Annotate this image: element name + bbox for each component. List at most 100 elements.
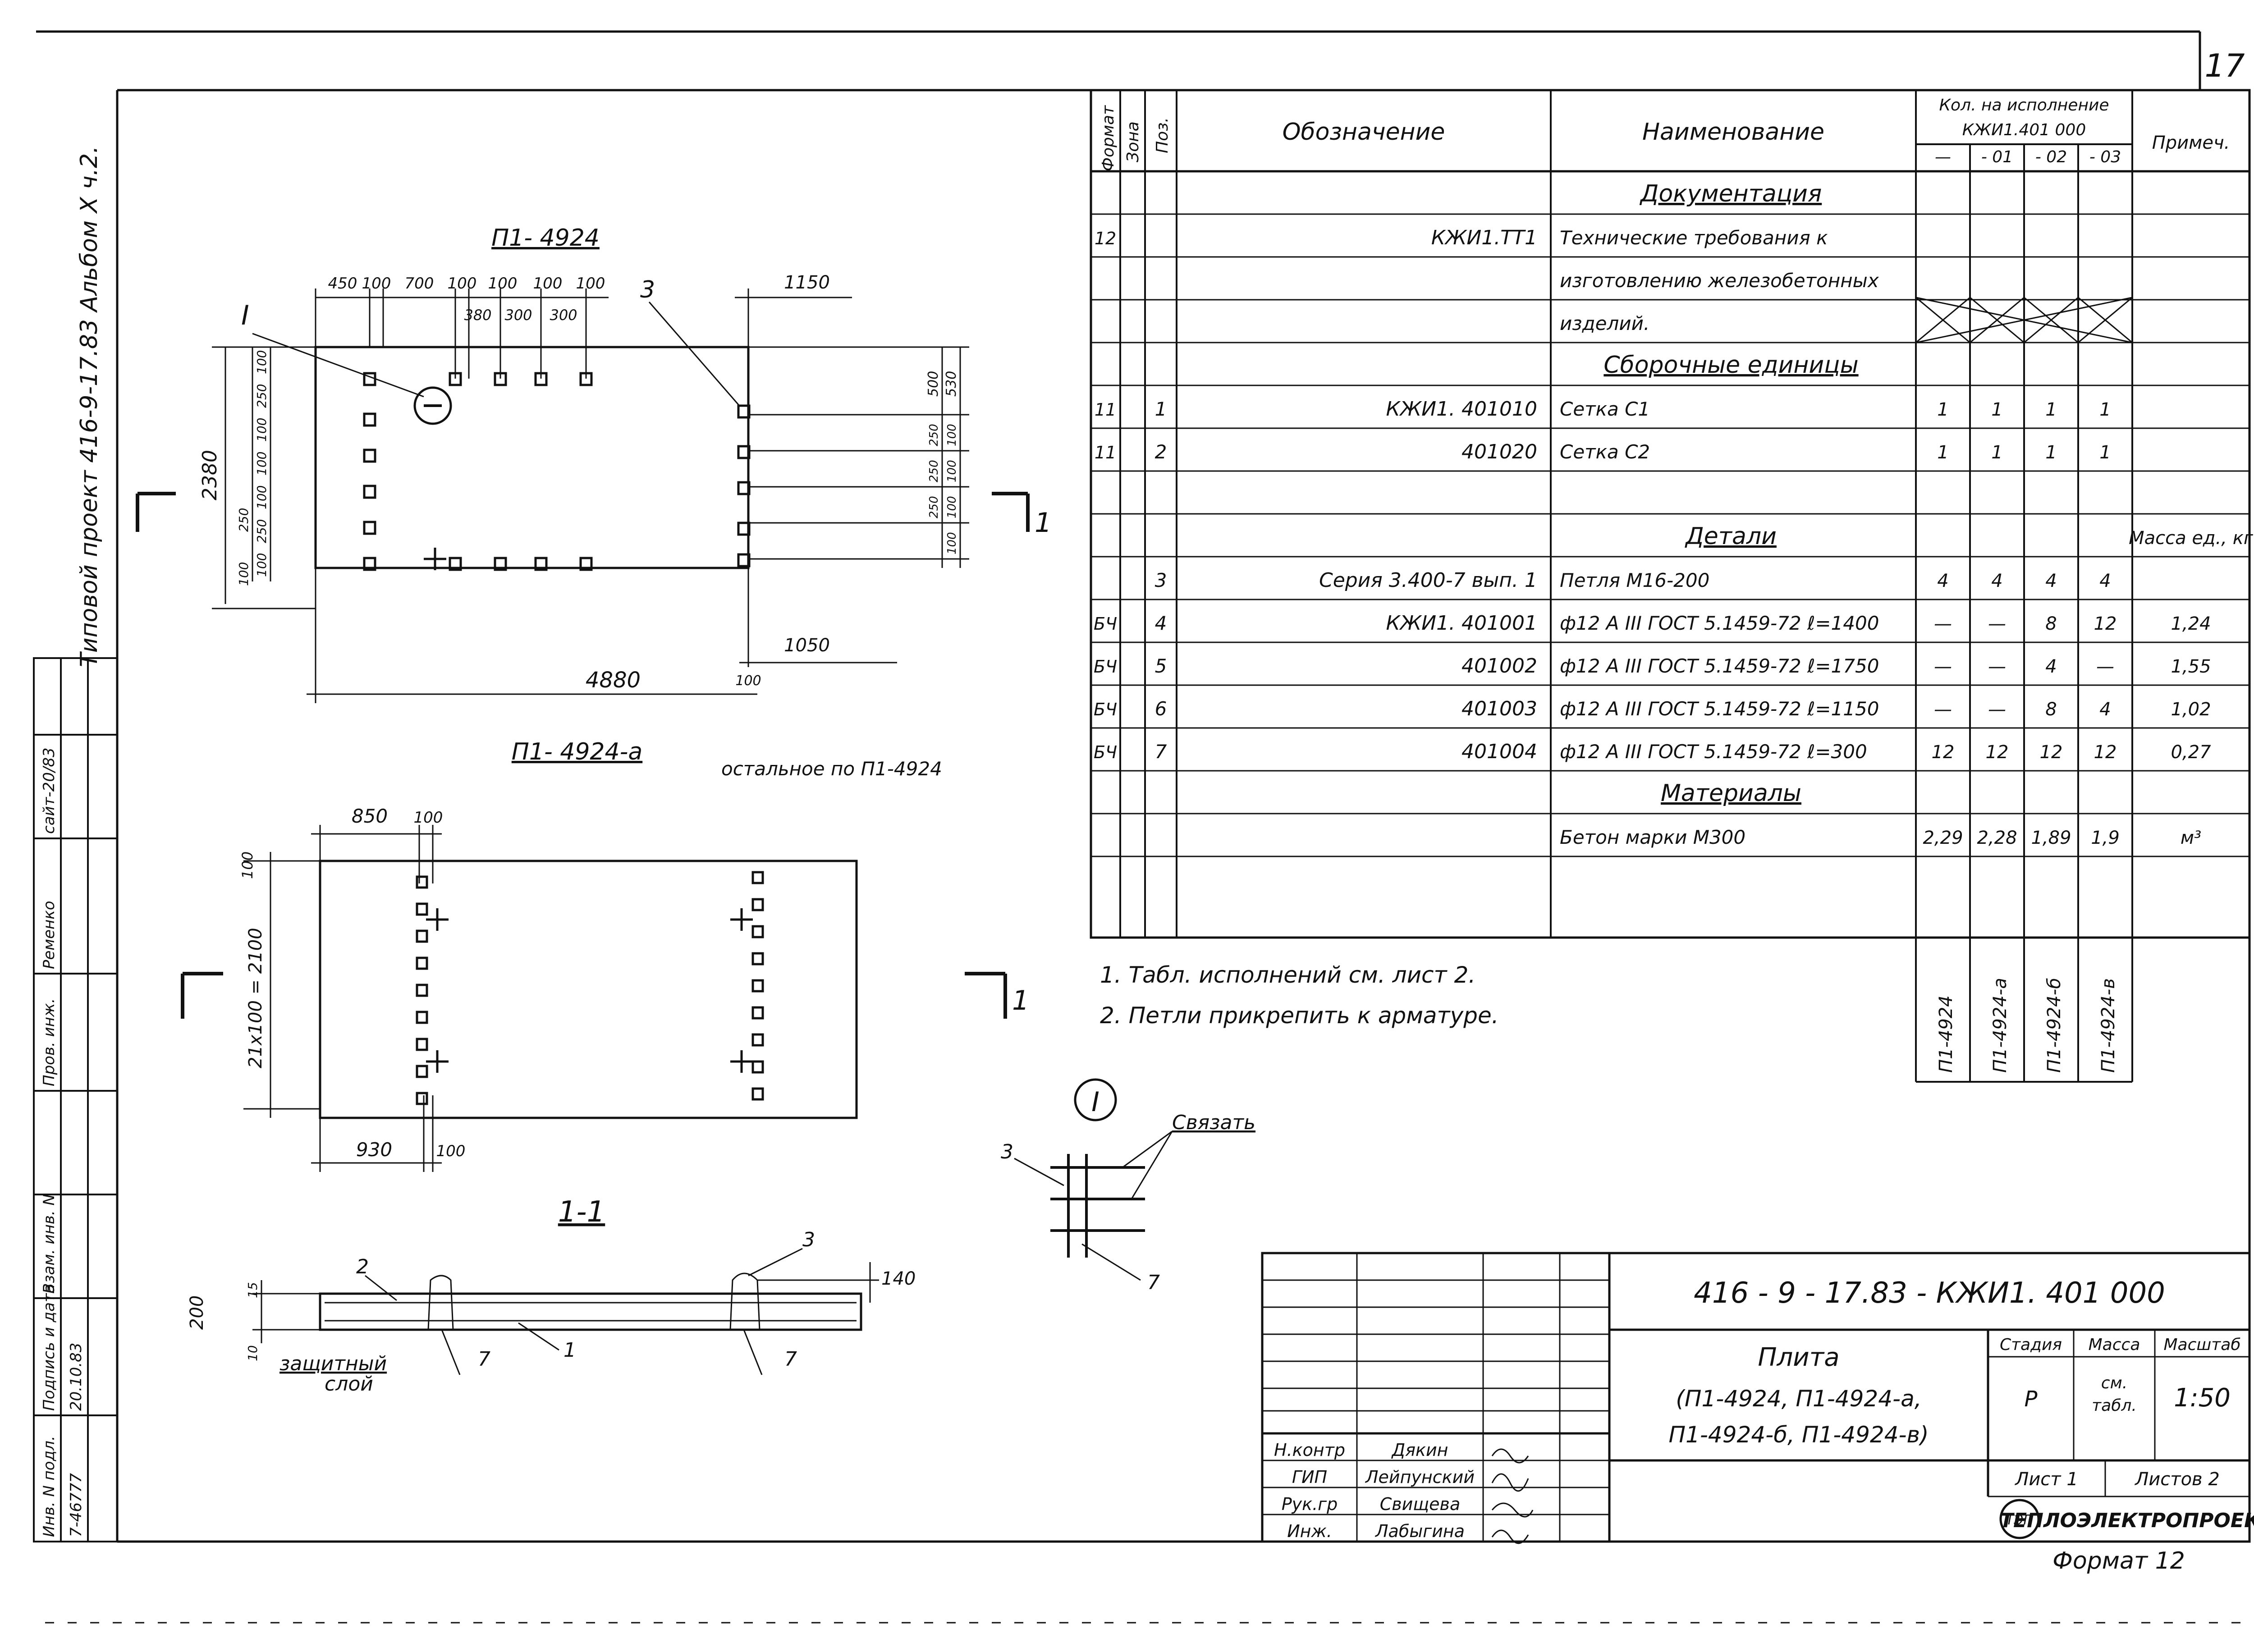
plan-1-right-dim2-6: 100 [945, 532, 959, 554]
spec-table: Формат Зона Поз. Обозначение Наименовани… [1090, 89, 2254, 1083]
spec-header-note: Примеч. [2152, 133, 2230, 153]
title-scale: 1:50 [2174, 1383, 2231, 1413]
plan-1-dim-top-6: 100 [576, 275, 605, 293]
plan-1-left-dim-2: 100 [254, 418, 269, 442]
spec-row-pos: 5 [1155, 655, 1167, 677]
spec-row-pos: 6 [1155, 698, 1167, 720]
title-variants-1: (П1-4924, П1-4924-а, [1676, 1386, 1921, 1412]
spec-row-note: 1,24 [2171, 613, 2211, 634]
plan-1-right-dim-0: 500 [925, 371, 941, 397]
spec-header-zone: Зона [1124, 121, 1142, 162]
spec-row-note: м³ [2181, 828, 2201, 848]
spec-row-qty: — [1934, 656, 1952, 677]
spec-header-qty-doc: КЖИ1.401 000 [1962, 121, 2086, 139]
spec-row-qty: 1,89 [2031, 828, 2071, 848]
staff-role-3: Инж. [1287, 1521, 1332, 1541]
title-mass-label: Масса [2089, 1336, 2140, 1354]
spec-header-pos: Поз. [1153, 117, 1172, 153]
title-block: 416 - 9 - 17.83 - КЖИ1. 401 000 Плита (П… [1261, 1252, 2254, 1544]
spec-row-pos: 4 [1155, 612, 1167, 634]
spec-row-qty: — [1988, 613, 2006, 634]
spec-row-name: Материалы [1661, 780, 1801, 807]
spec-row-qty: 1 [2045, 442, 2057, 463]
spec-row-format: БЧ [1094, 614, 1117, 634]
spec-row-qty: 1 [1937, 442, 1948, 463]
section-protect-label-1: защитный [279, 1352, 387, 1375]
plan-1-callout-3: 3 [640, 276, 655, 303]
spec-header-qty-1: - 01 [1981, 148, 2013, 166]
side-stamp-label-4: Ременко [40, 901, 58, 969]
side-stamp-value-0: 7-46777 [67, 1473, 85, 1537]
spec-variant-0: П1-4924 [1936, 995, 1956, 1073]
spec-row-qty: 12 [2094, 742, 2117, 763]
node-tie-label: Связать [1172, 1111, 1255, 1134]
plan-1-bottom-right-dim-1: 100 [735, 673, 761, 689]
spec-row-name: Бетон марки М300 [1560, 826, 1745, 848]
spec-row-designation: 401020 [1461, 440, 1537, 463]
spec-row-qty: 12 [2040, 742, 2063, 763]
spec-row-format: 11 [1095, 443, 1116, 462]
spec-row-qty: 1 [1991, 442, 2002, 463]
spec-row-name: изготовлению железобетонных [1560, 270, 1879, 292]
side-stamp-label-1: Подпись и дата [40, 1284, 58, 1411]
spec-row-format: БЧ [1094, 657, 1117, 677]
plan-1-right-dim2-4: 100 [945, 496, 959, 518]
company-logo [1999, 1499, 2040, 1539]
spec-row-qty: 4 [2045, 571, 2057, 591]
plan-1-dim-top-2: 700 [405, 275, 434, 293]
plan-2-dim-bottom-1: 100 [436, 1142, 466, 1160]
node-I: I Связать 3 7 [1001, 1078, 1255, 1294]
plan-2-dim-left-1: 21х100 = 2100 [245, 928, 266, 1068]
plan-1-right-dim-1: 530 [944, 371, 959, 397]
side-stamp-label-2: Взам. инв. N [40, 1194, 58, 1294]
spec-row-name: Сетка С1 [1560, 398, 1650, 420]
spec-row-qty: 1 [2099, 442, 2111, 463]
plan-1-left-dim-6: 100 [254, 553, 269, 577]
section-label-1: 1 [564, 1339, 576, 1362]
notes: 1. Табл. исполнений см. лист 2. 2. Петли… [1100, 962, 1499, 1029]
spec-row-qty: 1,9 [2091, 828, 2120, 848]
spec-row-format: БЧ [1094, 742, 1117, 762]
spec-row-pos: 1 [1155, 398, 1167, 420]
plan-2-slab [319, 860, 858, 1119]
spec-row-format: 12 [1095, 229, 1116, 248]
spec-row-name: ф12 А III ГОСТ 5.1459-72 ℓ=1750 [1560, 655, 1879, 677]
spec-row-designation: 401003 [1461, 697, 1537, 720]
section-protect-label-2: слой [325, 1373, 373, 1396]
node-label-3: 3 [1001, 1140, 1013, 1163]
spec-header-qty-2: - 02 [2035, 148, 2067, 166]
spec-header-qty-3: - 03 [2089, 148, 2121, 166]
plan-1-left-dim-1: 250 [254, 384, 269, 408]
spec-row-note: Масса ед., кг [2129, 528, 2254, 549]
spec-row-qty: 12 [1932, 742, 1955, 763]
spec-row-qty: 1 [1991, 399, 2002, 420]
section-title: 1-1 [558, 1195, 605, 1229]
section-dim-10: 10 [245, 1345, 260, 1361]
title-variants-2: П1-4924-б, П1-4924-в) [1668, 1422, 1929, 1448]
page-number: 17 [2204, 47, 2245, 84]
staff-name-0: Дякин [1391, 1440, 1448, 1460]
spec-row-designation: КЖИ1. 401010 [1386, 398, 1537, 421]
spec-row-format: БЧ [1094, 700, 1117, 719]
spec-row-designation: Серия 3.400-7 вып. 1 [1319, 569, 1537, 592]
spec-row-designation: 401004 [1461, 740, 1537, 763]
plan-1-right-dim2-3: 250 [927, 460, 941, 482]
spec-header-qty-0: — [1935, 148, 1951, 166]
section-dim-200: 200 [187, 1295, 207, 1330]
note-2: 2. Петли прикрепить к арматуре. [1100, 1002, 1499, 1029]
spec-row-format: 11 [1095, 400, 1116, 420]
spec-row-name: Сетка С2 [1560, 441, 1650, 463]
node-label-7: 7 [1147, 1271, 1160, 1294]
spec-row-qty: 4 [1991, 571, 2002, 591]
title-mass-1: см. [2101, 1374, 2127, 1392]
plan-1-title: П1- 4924 [491, 224, 600, 252]
spec-row-name: Сборочные единицы [1603, 352, 1858, 379]
plan-1-dim-top-4: 100 [488, 275, 518, 293]
plan-1-left-dim-0: 100 [254, 350, 269, 374]
staff-role-1: ГИП [1292, 1467, 1327, 1487]
spec-row-name: Петля М16-200 [1560, 569, 1709, 591]
section-label-7a: 7 [478, 1348, 490, 1371]
spec-header-designation: Обозначение [1283, 119, 1445, 146]
